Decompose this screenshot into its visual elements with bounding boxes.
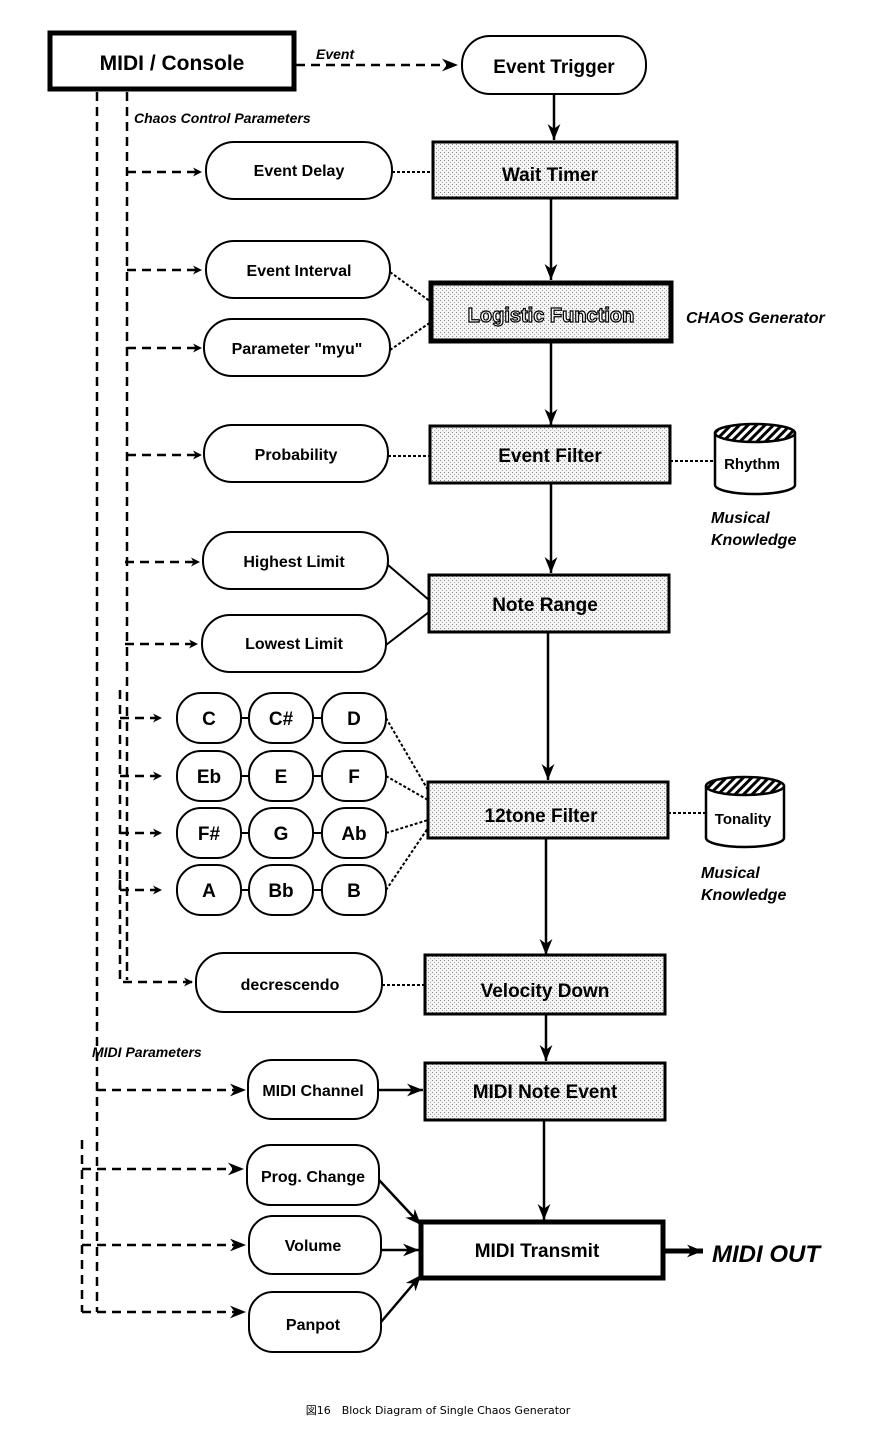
rhythm-database-icon: [713, 422, 797, 496]
tone-label: C#: [269, 709, 294, 730]
rhythm-label: Rhythm: [724, 456, 780, 473]
musical-knowledge-caption: Knowledge: [711, 532, 796, 549]
link: [380, 1274, 422, 1323]
link: [387, 564, 430, 601]
wait-timer-box: [431, 140, 679, 200]
prog-change-label: Prog. Change: [261, 1169, 365, 1186]
twelve-tone-filter-label: 12tone Filter: [485, 806, 599, 827]
parameter-myu-node: [203, 318, 391, 377]
link: [389, 271, 432, 303]
prog-change-node: [246, 1144, 380, 1206]
twelve-tone-filter-box: [426, 780, 670, 840]
event-interval-label: Event Interval: [247, 263, 352, 280]
tone-label: C: [202, 709, 216, 730]
musical-knowledge-caption: Musical: [701, 865, 760, 882]
lowest-limit-label: Lowest Limit: [245, 636, 343, 653]
event-trigger-label: Event Trigger: [493, 57, 615, 78]
midi-console-box: [47, 30, 297, 92]
velocity-down-label: Velocity Down: [481, 981, 610, 1002]
tone-label: F#: [198, 824, 221, 845]
link: [385, 775, 429, 801]
panpot-label: Panpot: [286, 1317, 341, 1334]
tonality-database-icon: [704, 775, 786, 849]
midi-transmit-label: MIDI Transmit: [475, 1241, 600, 1262]
link: [385, 819, 429, 834]
link: [389, 321, 432, 351]
note-range-box: [427, 573, 671, 634]
parameter-myu-label: Parameter "myu": [232, 341, 363, 358]
decrescendo-node: [195, 952, 383, 1013]
musical-knowledge-caption: Knowledge: [701, 887, 786, 904]
event-interval-node: [205, 240, 391, 299]
midi-channel-label: MIDI Channel: [262, 1083, 363, 1100]
tone-label: E: [275, 767, 288, 788]
lowest-limit-node: [201, 614, 387, 673]
midi-note-event-box: [423, 1061, 667, 1122]
probability-label: Probability: [255, 447, 338, 464]
midi-out-label: MIDI OUT: [712, 1241, 822, 1268]
tone-label: Ab: [341, 824, 366, 845]
event-trigger-node: [461, 35, 647, 95]
link: [385, 611, 430, 646]
event-filter-box: [428, 424, 672, 485]
volume-label: Volume: [285, 1238, 342, 1255]
decrescendo-label: decrescendo: [241, 977, 340, 994]
tone-label: B: [347, 881, 361, 902]
link: [378, 1179, 422, 1226]
chaos-generator-annotation: CHAOS Generator: [686, 310, 825, 327]
highest-limit-label: Highest Limit: [243, 554, 345, 571]
link: [385, 827, 429, 891]
tone-grid: C C# D Eb E F F# G AbA Bb B: [118, 690, 429, 916]
tone-label: F: [348, 767, 360, 788]
link: [385, 717, 429, 791]
velocity-down-box: [423, 953, 667, 1016]
midi-note-event-label: MIDI Note Event: [473, 1082, 618, 1103]
tone-label: D: [347, 709, 361, 730]
probability-node: [203, 424, 389, 483]
tone-label: Eb: [197, 767, 221, 788]
tone-label: G: [274, 824, 289, 845]
chaos-control-parameters-annotation: Chaos Control Parameters: [134, 110, 311, 126]
note-range-label: Note Range: [492, 595, 598, 616]
event-delay-label: Event Delay: [254, 163, 345, 180]
midi-parameters-annotation: MIDI Parameters: [92, 1044, 202, 1060]
logistic-function-box: [428, 280, 674, 344]
tone-label: Bb: [268, 881, 293, 902]
event-filter-label: Event Filter: [498, 446, 602, 467]
event-annotation: Event: [316, 46, 355, 62]
highest-limit-node: [202, 531, 389, 590]
logistic-function-label: Logistic Function: [468, 305, 635, 327]
wait-timer-label: Wait Timer: [502, 165, 599, 186]
midi-console-label: MIDI / Console: [100, 52, 245, 75]
tonality-label: Tonality: [715, 811, 772, 828]
figure-caption: 図16 Block Diagram of Single Chaos Genera…: [306, 1404, 571, 1417]
volume-node: [248, 1215, 382, 1275]
musical-knowledge-caption: Musical: [711, 510, 770, 527]
tone-label: A: [202, 881, 216, 902]
event-delay-node: [205, 141, 393, 200]
param-arrow: [118, 880, 193, 987]
